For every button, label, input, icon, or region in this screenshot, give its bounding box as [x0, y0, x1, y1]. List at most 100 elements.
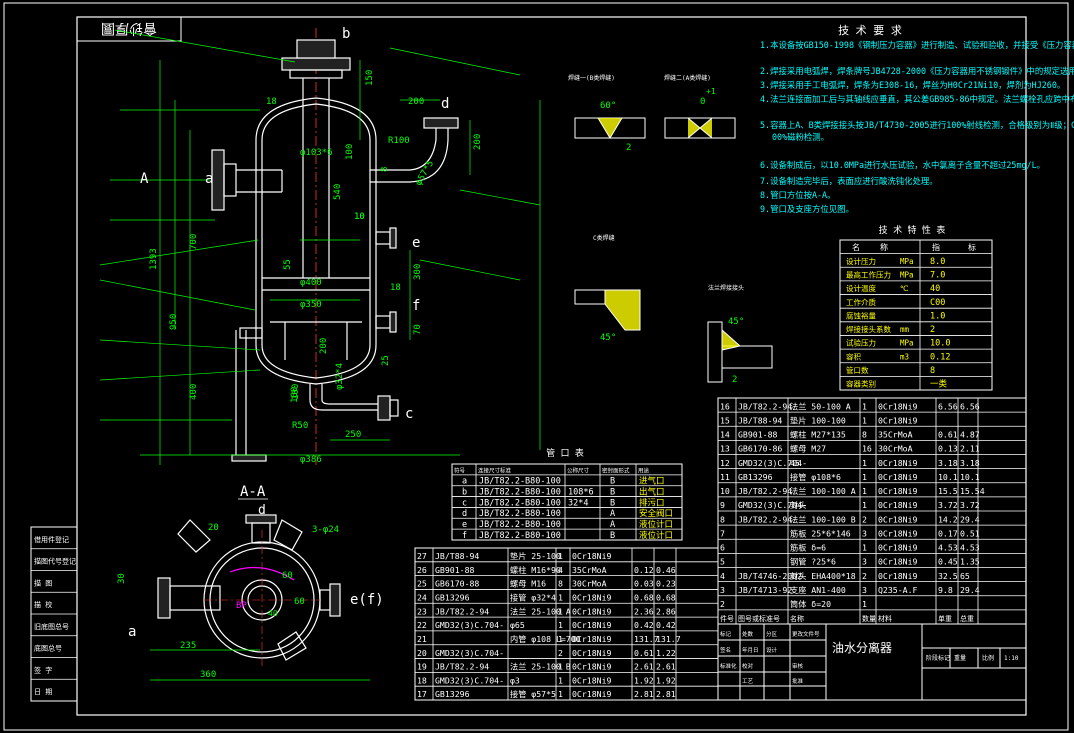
dimension-text: 360 [200, 670, 216, 680]
nozzle-table-cell: A [610, 509, 615, 519]
bom-upper-header: 名称 [790, 614, 804, 623]
weld-label: C类焊缝 [593, 234, 615, 242]
bom-upper-cell: 3 [862, 557, 867, 567]
design-data-value: 7.0 [930, 271, 945, 281]
bom-upper-cell: 10.1 [960, 472, 980, 482]
bom-upper-cell: 10 [720, 486, 730, 496]
dimension-text: 950 [169, 314, 179, 330]
title-block-cell: 分区 [766, 630, 778, 638]
bom-lower-cell: 0Cr18Ni9 [572, 648, 612, 658]
left-strip-label: 底图总号 [34, 644, 62, 653]
bom-lower-cell: 8 [558, 579, 563, 589]
design-data-name: 腐蚀裕量 [846, 310, 876, 320]
bom-upper-cell: 30CrMoA [878, 444, 913, 454]
bom-lower-cell: JB/T88-94 [435, 551, 479, 561]
weld-details [574, 117, 773, 383]
dimension-text: 60 [282, 571, 293, 581]
bom-upper-cell: 0Cr18Ni9 [878, 514, 918, 524]
bom-upper-cell: 1 [862, 458, 867, 468]
dimension-text: 100 [345, 144, 355, 160]
bom-lower-cell: 垫片 25-100 [510, 551, 561, 561]
dimension-text: 40 [268, 609, 278, 618]
lower-head [255, 344, 377, 385]
bom-upper-header: 数量 [862, 614, 876, 623]
bom-lower-cell: 0Cr18Ni9 [572, 634, 612, 644]
bom-upper-cell: 0Cr18Ni9 [878, 486, 918, 496]
tech-req-line: 2.焊接采用电弧焊，焊条牌号JB4728-2000《压力容器用不锈钢锻件》中的规… [760, 66, 1074, 76]
nozzle-table-cell: B [610, 531, 615, 541]
dimension-text: 70 [413, 324, 423, 335]
bom-lower-cell: 21 [417, 634, 427, 644]
design-data-name: 设计温度 [846, 283, 876, 293]
bom-upper-cell: 筋板 25*6*146 [790, 528, 851, 538]
elbow-nozzle-d [370, 128, 449, 183]
bom-lower-cell: 0.46 [656, 565, 676, 575]
design-data-header: 指 [932, 242, 940, 252]
bom-upper-cell: 5 [720, 557, 725, 567]
bom-lower-cell: 27 [417, 551, 427, 561]
bom-lower-cell: 0.03 [634, 579, 654, 589]
dimension-text: 540 [333, 184, 343, 200]
bom-upper-cell: 9 [720, 500, 725, 510]
bom-lower-cell: 0.68 [634, 593, 654, 603]
nozzle-table-cell: B [610, 487, 615, 497]
outer-frame [3, 2, 1069, 731]
bom-lower-cell: 2.86 [656, 606, 676, 616]
dimension-text: 3-φ24 [312, 525, 339, 535]
nozzle-table-header: 密封面形式 [602, 466, 630, 474]
bom-upper-cell: 10.1 [938, 472, 958, 482]
bom-lower-cell: GB13296 [435, 689, 470, 699]
tech-req-line: 6.设备制成后，以10.0MPa进行水压试验，水中氯离子含量不超过25mg/L。 [760, 160, 1045, 170]
bom-upper-cell: 1 [862, 472, 867, 482]
bom-lower-cell: 1 [558, 634, 563, 644]
bom-lower-cell: 2.81 [634, 689, 654, 699]
dimension-text: 200 [319, 338, 329, 354]
bom-lower-cell: 0.61 [634, 648, 654, 658]
bom-upper-cell: 1 [862, 401, 867, 411]
nozzle-letter: b [342, 26, 350, 42]
nozzle-table-header: 符号 [454, 466, 466, 474]
bom-upper-cell: JB/T82.2-94 [738, 401, 792, 411]
left-strip-label: 描 图 [34, 578, 52, 587]
bom-lower-cell: 24 [417, 593, 427, 603]
nozzle-letter: d [258, 503, 266, 518]
design-data-name: 容积 [846, 351, 861, 361]
bom-lower-cell: GMD32(3)C.704- [435, 675, 504, 685]
left-strip-label: 描 校 [34, 600, 52, 609]
tech-req-line: 8.管口方位按A-A。 [760, 190, 835, 200]
vessel-elevation [211, 28, 459, 465]
bom-upper-cell: 14.2 [938, 514, 958, 524]
bom-upper-cell: 4.53 [960, 543, 980, 553]
nozzle-table-cell: b [462, 487, 467, 497]
nozzle-table-cell: e [462, 520, 467, 530]
view-arrow-label: A [140, 171, 149, 187]
title-block-cell: 年月日 [742, 646, 759, 654]
design-data-unit: MPa [900, 271, 914, 280]
dimension-text: 250 [345, 430, 361, 440]
bom-upper-cell: 3.18 [960, 458, 980, 468]
section-nozzle-ef [329, 583, 341, 617]
bom-lower-cell: 2.36 [634, 606, 654, 616]
bom-upper-cell: 16 [862, 444, 872, 454]
bom-upper-cell: 3 [720, 585, 725, 595]
bom-lower-cell: φ65 [510, 620, 525, 630]
title-block-cell: 签名 [720, 646, 731, 654]
bom-upper-cell: 垫片 100-100 [790, 415, 846, 425]
design-data-name: 管口数 [846, 365, 869, 375]
drawing-title: 油水分离器 [832, 640, 892, 655]
bom-lower-cell: 4 [558, 565, 563, 575]
bom-upper-cell: 32.5 [938, 571, 958, 581]
left-strip-label: 旧底图总号 [34, 622, 69, 631]
nozzle-table-cell: a [462, 477, 467, 487]
bom-upper-cell: 筋板 δ=6 [790, 543, 826, 553]
bom-upper-cell: 0Cr18Ni9 [878, 500, 918, 510]
design-data-value: 0.12 [930, 352, 950, 362]
bom-upper-cell: 0Cr18Ni9 [878, 458, 918, 468]
section-nozzle-a [157, 577, 171, 619]
bom-upper-cell: 0Cr18Ni9 [878, 557, 918, 567]
bom-lower-cell: 0Cr18Ni9 [572, 593, 612, 603]
bom-upper-cell: 2.11 [960, 444, 980, 454]
design-data-unit: MPa [900, 339, 914, 348]
